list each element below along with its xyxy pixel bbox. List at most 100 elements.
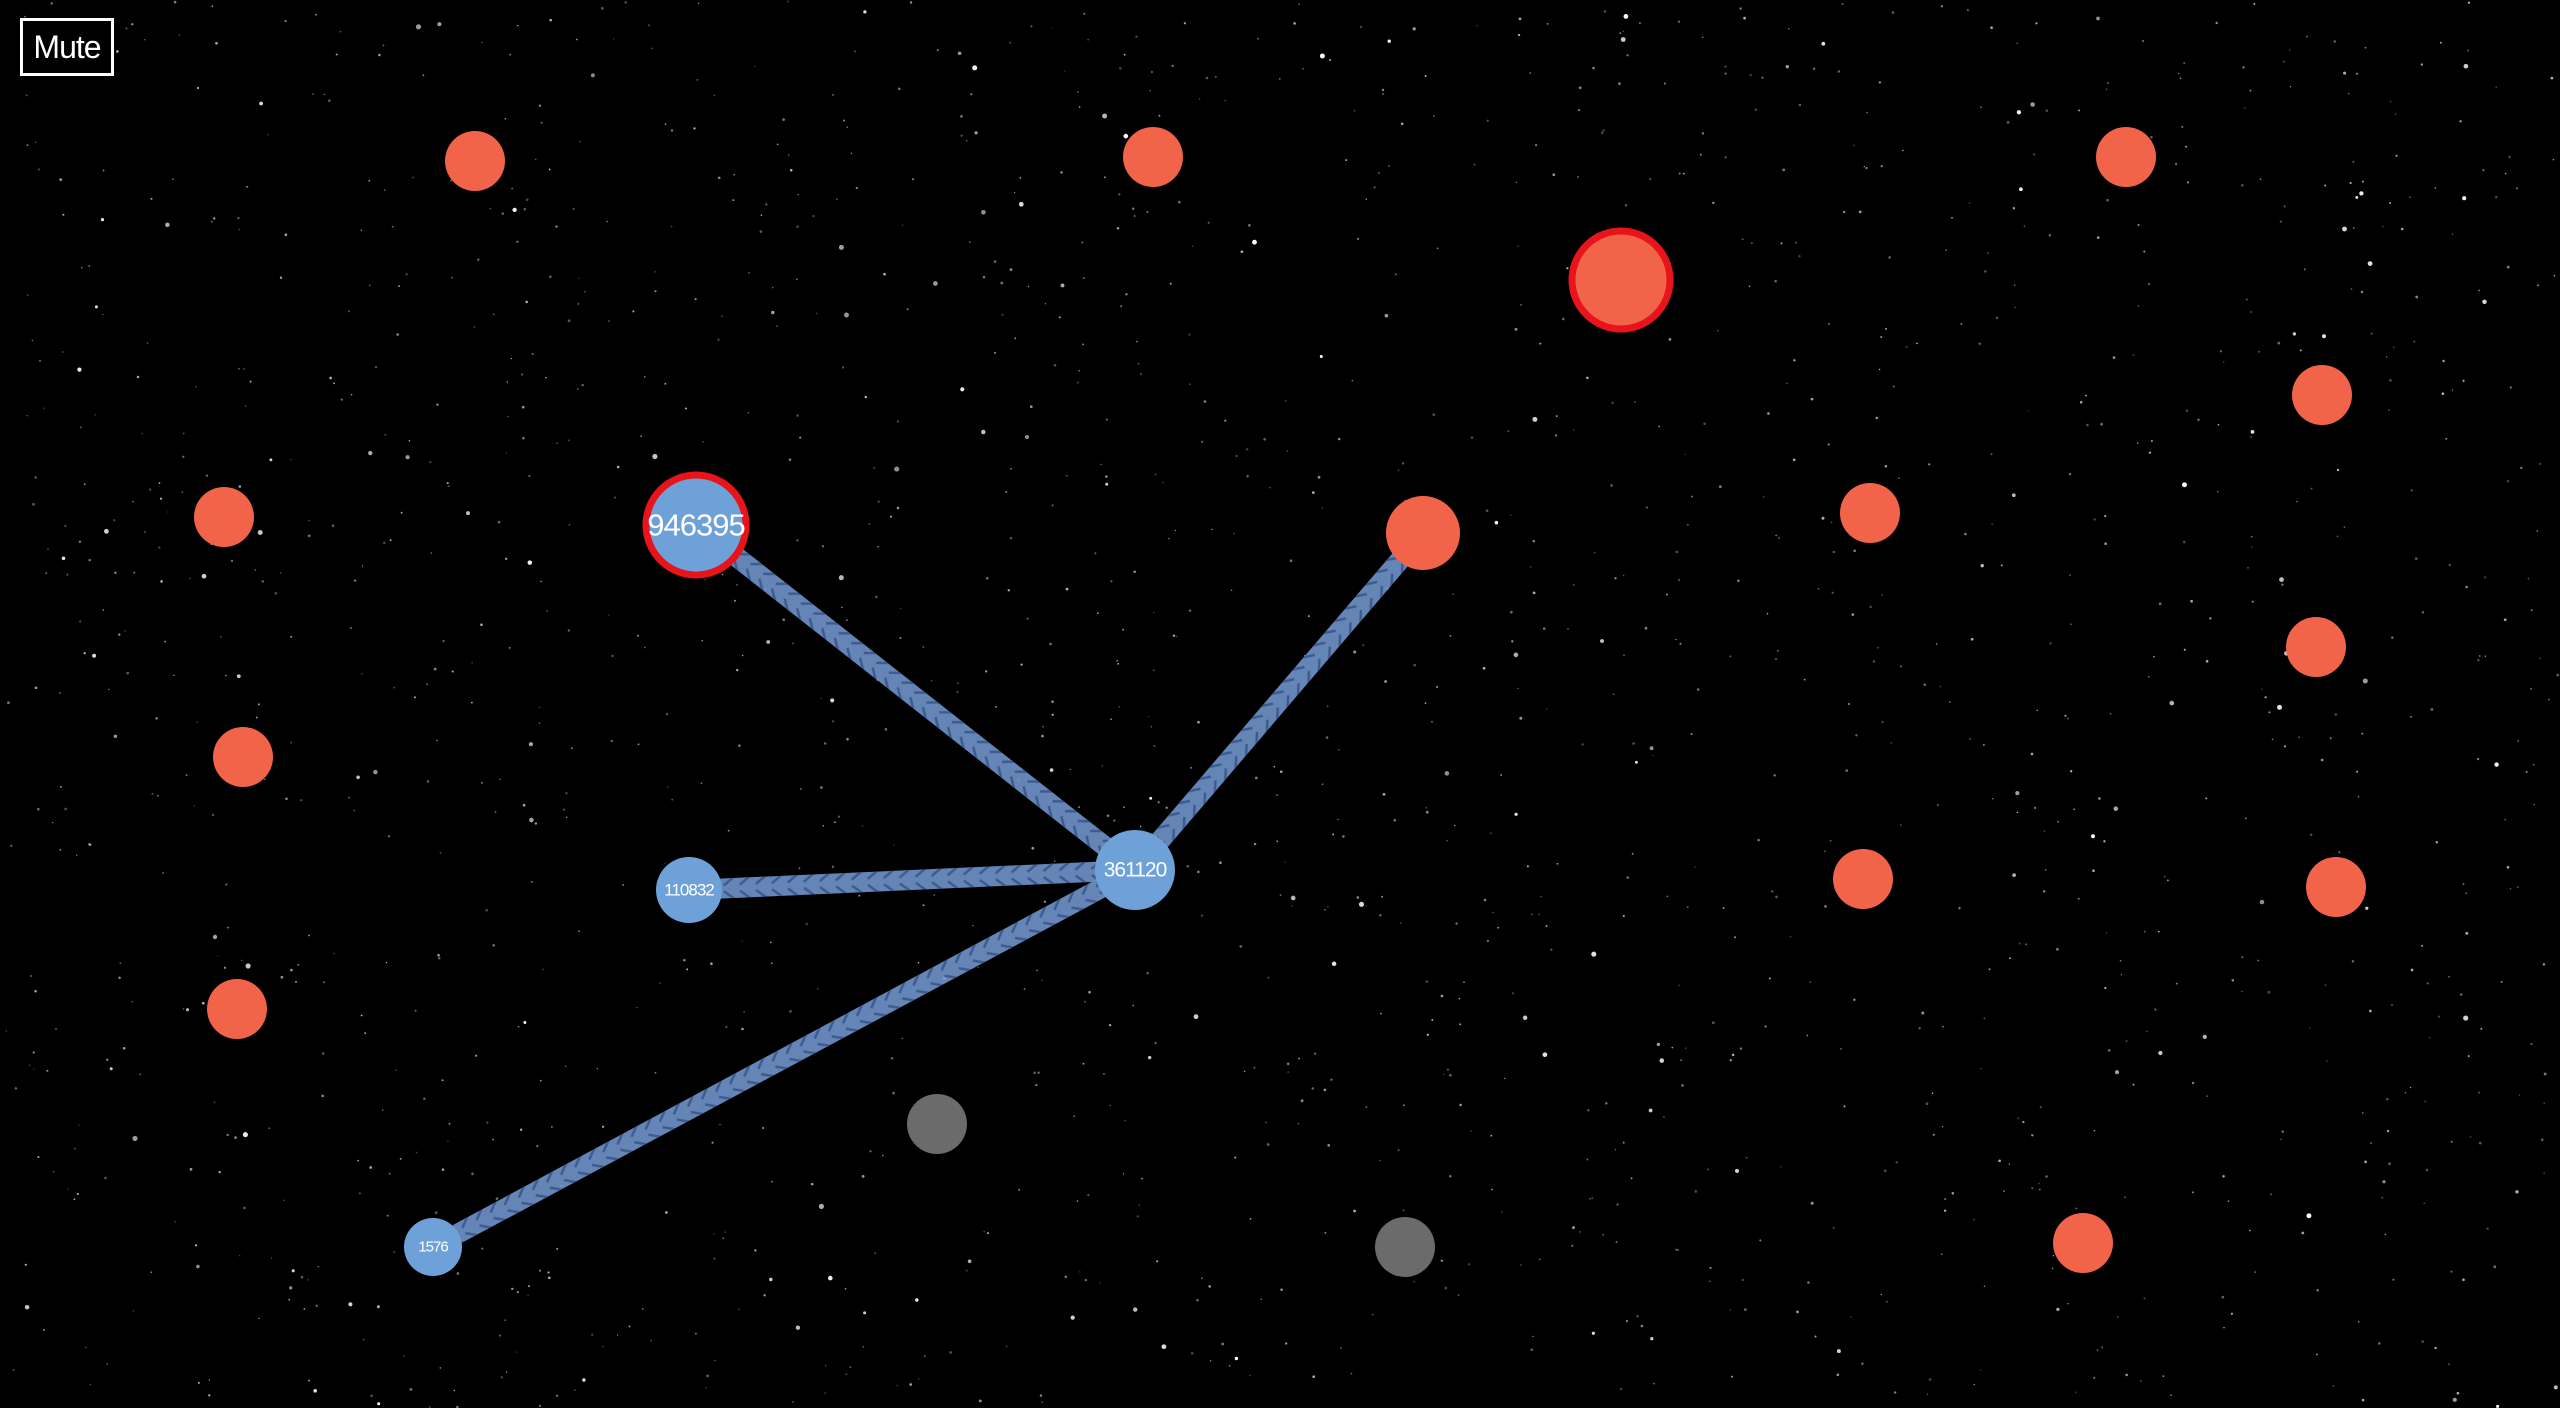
planet-body[interactable] xyxy=(2053,1213,2113,1273)
player-planet[interactable]: 110832 xyxy=(656,857,722,923)
star xyxy=(1133,570,1136,574)
player-planet[interactable]: 361120 xyxy=(1095,830,1175,910)
neutral-planet[interactable] xyxy=(1375,1217,1435,1277)
star xyxy=(1291,905,1293,907)
enemy-planet[interactable] xyxy=(2096,127,2156,187)
star xyxy=(1940,1253,1943,1256)
star xyxy=(1581,743,1584,746)
star xyxy=(2158,602,2162,606)
star xyxy=(1942,1025,1944,1028)
mute-button[interactable]: Mute xyxy=(20,18,114,76)
planet-body[interactable] xyxy=(907,1094,967,1154)
star xyxy=(267,133,269,136)
enemy-planet[interactable] xyxy=(213,727,273,787)
planet-body[interactable] xyxy=(1095,830,1175,910)
enemy-planet[interactable] xyxy=(1386,496,1460,570)
planet-body[interactable] xyxy=(445,131,505,191)
star xyxy=(1682,172,1685,175)
star xyxy=(1058,316,1061,319)
star xyxy=(2112,356,2116,359)
star xyxy=(173,674,175,677)
planet-body[interactable] xyxy=(1375,1217,1435,1277)
star xyxy=(717,338,720,341)
star xyxy=(917,961,920,964)
star xyxy=(1042,725,1044,728)
star xyxy=(2506,265,2510,269)
star xyxy=(824,1392,826,1394)
enemy-planet[interactable] xyxy=(194,487,254,547)
star xyxy=(2103,840,2106,843)
star xyxy=(1224,99,1227,102)
star xyxy=(2019,187,2023,192)
star xyxy=(701,639,703,642)
enemy-planet[interactable] xyxy=(2053,1213,2113,1273)
star xyxy=(450,179,452,182)
planet-body[interactable] xyxy=(1386,496,1460,570)
star xyxy=(601,7,604,10)
enemy-planet[interactable] xyxy=(207,979,267,1039)
star xyxy=(1084,1000,1087,1003)
planet-body[interactable] xyxy=(2286,617,2346,677)
enemy-planet[interactable] xyxy=(2286,617,2346,677)
player-planet[interactable]: 1576 xyxy=(404,1218,462,1276)
star xyxy=(1928,1378,1932,1381)
star xyxy=(2421,944,2424,947)
star xyxy=(1449,1175,1452,1178)
star xyxy=(119,962,122,965)
star xyxy=(762,1126,765,1130)
star xyxy=(2271,738,2274,741)
neutral-planet[interactable] xyxy=(907,1094,967,1154)
star xyxy=(225,674,227,677)
star xyxy=(1178,200,1181,204)
planet-body[interactable] xyxy=(1568,227,1674,333)
planets-layer[interactable]: 946395 361120 110832 1576 xyxy=(194,127,2366,1277)
star xyxy=(1686,523,1689,526)
star xyxy=(970,93,973,96)
star xyxy=(727,829,730,832)
star xyxy=(1858,210,1862,214)
star xyxy=(1866,111,1868,114)
enemy-planet[interactable] xyxy=(1833,849,1893,909)
star xyxy=(1190,1352,1194,1355)
star xyxy=(2428,1036,2431,1039)
planet-body[interactable] xyxy=(404,1218,462,1276)
star xyxy=(1197,870,1200,874)
planet-body[interactable] xyxy=(642,471,750,579)
planet-body[interactable] xyxy=(1123,127,1183,187)
player-planet[interactable]: 946395 xyxy=(642,471,750,579)
star xyxy=(434,1211,438,1215)
star xyxy=(1082,276,1085,280)
star xyxy=(2430,708,2434,711)
star xyxy=(24,1304,30,1310)
star xyxy=(1243,1070,1246,1073)
star xyxy=(1623,14,1629,19)
star xyxy=(1649,746,1654,751)
star xyxy=(1754,108,1757,111)
enemy-planet[interactable] xyxy=(1568,227,1674,333)
enemy-planet[interactable] xyxy=(445,131,505,191)
enemy-planet[interactable] xyxy=(1123,127,1183,187)
planet-body[interactable] xyxy=(213,727,273,787)
planet-body[interactable] xyxy=(1833,849,1893,909)
star xyxy=(348,796,350,799)
planet-body[interactable] xyxy=(2292,365,2352,425)
star xyxy=(933,894,936,896)
planet-body[interactable] xyxy=(2306,857,2366,917)
star xyxy=(308,1379,310,1382)
star xyxy=(1653,1382,1656,1385)
enemy-planet[interactable] xyxy=(2292,365,2352,425)
enemy-planet[interactable] xyxy=(2306,857,2366,917)
star xyxy=(787,154,790,156)
star xyxy=(917,1378,920,1380)
planet-body[interactable] xyxy=(656,857,722,923)
star xyxy=(2027,410,2030,412)
planet-body[interactable] xyxy=(1840,483,1900,543)
enemy-planet[interactable] xyxy=(1840,483,1900,543)
star xyxy=(2119,959,2122,962)
star xyxy=(1958,907,1961,910)
planet-body[interactable] xyxy=(2096,127,2156,187)
planet-body[interactable] xyxy=(207,979,267,1039)
planet-body[interactable] xyxy=(194,487,254,547)
